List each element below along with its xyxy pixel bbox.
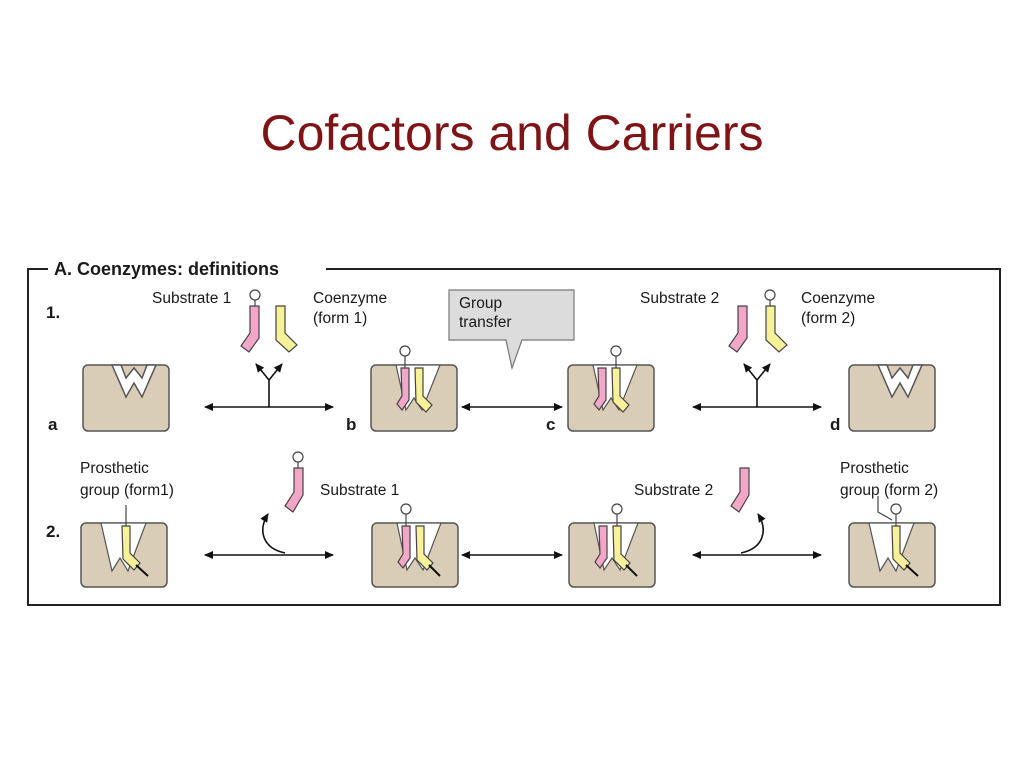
coenzyme-form1-label-line1: Coenzyme (313, 290, 387, 307)
free-coenzyme-form-1 (275, 305, 298, 353)
row2-arrows (204, 513, 822, 559)
free-coenzyme-form-2 (764, 289, 788, 353)
row-2-number: 2. (46, 522, 60, 541)
free-substrate-2-row2 (730, 467, 750, 513)
row1-arrows (204, 363, 822, 411)
enzyme-c-row1 (567, 345, 655, 432)
coenzyme-form1-label-line2: (form 1) (313, 310, 367, 327)
free-substrate-1-row2 (284, 451, 304, 513)
coenzyme-form2-label-line2: (form 2) (801, 310, 855, 327)
prosthetic-form2-line2: group (form 2) (840, 482, 938, 499)
free-substrate-1 (240, 289, 261, 353)
label-a: a (48, 415, 58, 434)
row-1-number: 1. (46, 303, 60, 322)
coenzyme-form2-label-line1: Coenzyme (801, 290, 875, 307)
enzyme-b-row1 (370, 345, 458, 432)
enzyme-c-row2 (568, 503, 656, 588)
callout-line1: Group (459, 295, 502, 312)
panel-header: A. Coenzymes: definitions (54, 259, 279, 279)
prosthetic-form1-line1: Prosthetic (80, 460, 149, 477)
slide-title: Cofactors and Carriers (260, 105, 764, 161)
callout-line2: transfer (459, 314, 512, 331)
substrate-1-label-row2: Substrate 1 (320, 482, 399, 499)
prosthetic-form2-line1: Prosthetic (840, 460, 909, 477)
label-c: c (546, 415, 555, 434)
enzyme-a (82, 364, 170, 432)
prosthetic-form1-line2: group (form1) (80, 482, 174, 499)
group-transfer-callout (448, 289, 575, 371)
free-substrate-2 (728, 305, 748, 353)
enzyme-prosthetic-form2 (848, 496, 936, 588)
enzyme-d (848, 364, 936, 432)
label-b: b (346, 415, 356, 434)
enzyme-b-row2 (371, 503, 459, 588)
enzyme-prosthetic-form1 (80, 505, 168, 588)
label-d: d (830, 415, 840, 434)
substrate-2-label-row2: Substrate 2 (634, 482, 713, 499)
panel-frame (27, 268, 1001, 606)
substrate-2-label-row1: Substrate 2 (640, 290, 719, 307)
substrate-1-label-row1: Substrate 1 (152, 290, 231, 307)
